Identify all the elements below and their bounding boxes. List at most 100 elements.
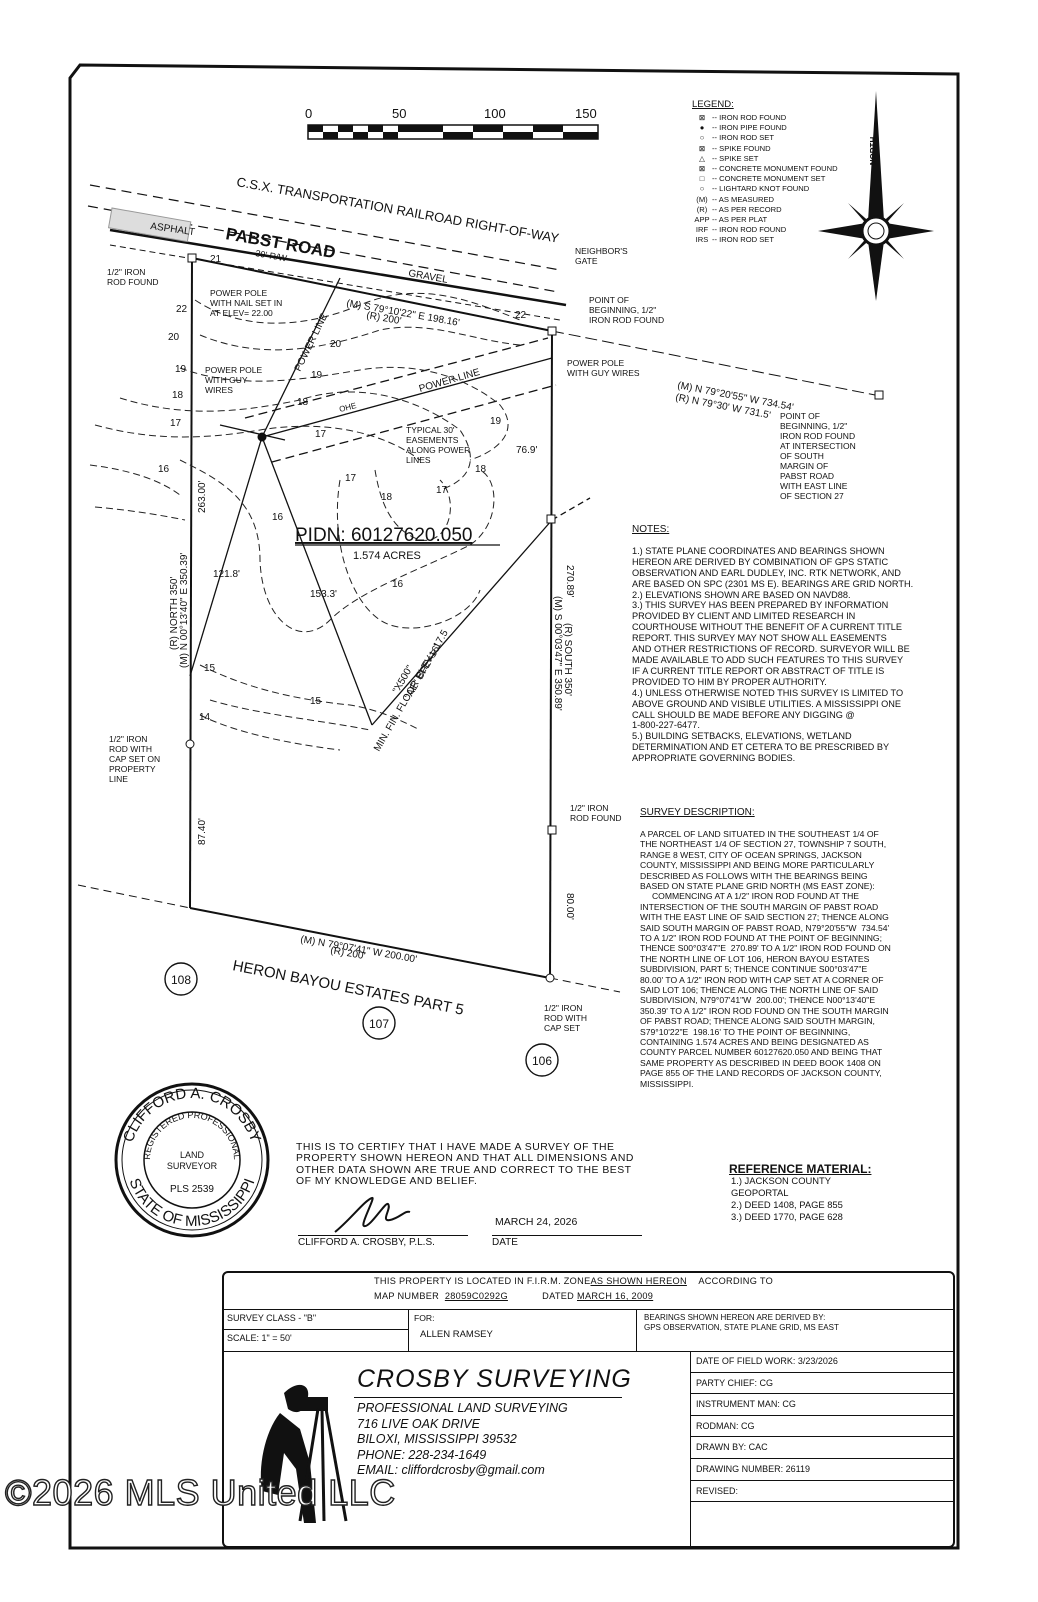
svg-text:15: 15 [204,663,216,674]
description-line: COUNTY, MISSISSIPPI AND BEING MORE PARTI… [640,860,875,871]
legend-symbol: ⊠ [698,164,706,174]
legend-text: -- AS PER PLAT [712,215,768,225]
drawing-scale: SCALE: 1" = 50' [227,1333,292,1343]
signature [334,1196,411,1233]
note-line: REPORT. THIS SURVEY MAY NOT SHOW ALL EAS… [632,633,887,644]
dist-87: 87.40' [197,818,208,845]
svg-text:19: 19 [311,370,323,381]
legend-text: -- AS PER RECORD [712,204,782,214]
legend-text: -- IRON ROD FOUND [712,113,787,122]
legend-symbol: ○ [699,133,705,143]
notes: NOTES: 1.) STATE PLANE COORDINATES AND B… [632,524,942,764]
legend-item: □-- CONCRETE MONUMENT SET [692,174,862,184]
description-line: S79°10'22"E 198.16' TO THE POINT OF BEGI… [640,1026,851,1037]
svg-text:17: 17 [170,418,182,429]
description-line: THE NORTHEAST 1/4 OF SECTION 27, TOWNSHI… [640,839,887,850]
survey-description-title: SURVEY DESCRIPTION: [640,807,755,818]
dist-263: 263.00' [197,480,208,513]
note-line: APPROPRIATE GOVERNING BODIES. [632,753,796,764]
west-line [189,257,193,909]
legend: LEGEND: ⊠-- IRON ROD FOUND●-- IRON PIPE … [692,99,862,246]
note-line: AND OTHER RESTRICTIONS OF RECORD. SURVEY… [632,644,910,655]
description-line: SAID SOUTH MARGIN OF PABST ROAD, N79°20'… [640,922,890,933]
note-line: 4.) UNLESS OTHERWISE NOTED THIS SURVEY I… [632,687,904,698]
description-line: SUBDIVISION, N79°07'41"W 200.00'; THENCE… [640,995,876,1006]
note-line: MADE AVAILABLE TO ADD SUCH FEATURES TO T… [632,654,904,665]
description-line: WITH THE EAST LINE OF SAID SECTION 27; T… [640,912,889,923]
west-measured: (M) N 00°13'40" E 350.39' [179,553,190,668]
east-line [549,330,553,979]
legend-title: LEGEND: [692,99,734,110]
description-line: 80.00' TO A 1/2" IRON ROD WITH CAP SET A… [640,974,884,985]
lot-108-circle [164,962,198,996]
svg-text:20: 20 [168,332,180,343]
legend-symbol: ● [699,123,705,133]
dist-121: 121.8' [213,569,240,580]
legend-item: (M)-- AS MEASURED [692,195,862,205]
client-name: ALLEN RAMSEY [420,1329,493,1340]
contour-lines [89,292,521,751]
scale-tick-150: 150 [575,106,597,121]
ohe-label: OHE [338,401,357,414]
legend-text: -- LIGHTARD KNOT FOUND [712,184,810,194]
survey-class: SURVEY CLASS - "B" [227,1313,317,1323]
legend-symbol: □ [699,174,705,184]
lot-106: 106 [532,1054,552,1068]
description-line: DESCRIBED AS FOLLOWS WITH THE BEARINGS B… [640,870,868,881]
svg-text:22: 22 [176,304,188,315]
svg-text:17: 17 [345,473,357,484]
north-line [191,257,553,332]
monuments [185,253,557,983]
description-line: INTERSECTION OF THE SOUTH MARGIN OF PABS… [640,901,879,912]
legend-item: IRS-- IRON ROD SET [692,235,862,245]
description-line: OF PABST ROAD; THENCE ALONG SAID SOUTH M… [640,1016,875,1027]
seal-land: LAND [180,1150,205,1160]
power-line-label-2: POWER LINE [418,367,482,395]
field-row: DRAWN BY: CAC [690,1437,953,1459]
legend-text: -- CONCRETE MONUMENT FOUND [712,164,838,174]
lot-108: 108 [171,973,191,987]
dist-80: 80.00' [564,893,575,920]
note-line: HEREON ARE DERIVED BY COMBINATION OF GPS… [632,556,889,567]
field-row: DRAWING NUMBER: 26119 [690,1459,953,1481]
legend-text: -- IRON ROD SET [712,133,775,143]
legend-symbol: ⊠ [698,113,706,122]
for-label: FOR: [414,1313,435,1323]
description-line: RANGE 8 WEST, CITY OF OCEAN SPRINGS, JAC… [640,849,862,860]
note-line: COURTHOUSE WITHOUT THE BENEFIT OF A CURR… [632,622,903,633]
acres-label: 1.574 ACRES [353,550,421,562]
svg-text:19: 19 [175,364,187,375]
pidn-label: PIDN: 60127620.050 [295,525,472,546]
description-line: 350.39' TO A 1/2" IRON ROD FOUND ON THE … [640,1005,889,1016]
svg-text:22: 22 [515,310,527,321]
legend-text: -- IRON ROD FOUND [712,225,787,235]
north-arrow-icon: NORTH [818,91,934,301]
svg-text:18: 18 [297,397,309,408]
lot-107-circle [362,1006,396,1040]
legend-item: ○-- LIGHTARD KNOT FOUND [692,184,862,194]
svg-text:20: 20 [330,339,342,350]
scale-tick-100: 100 [484,106,506,121]
svg-text:15: 15 [310,696,322,707]
scale-tick-0: 0 [305,106,312,121]
east-measured: (M) S 00°03'47" E 350.89' [552,596,563,711]
legend-text: -- IRON ROD SET [712,235,775,245]
description-line: CONTAINING 1.574 ACRES AND BEING DESIGNA… [640,1037,869,1048]
note-line: 5.) BUILDING SETBACKS, ELEVATIONS, WETLA… [632,731,852,742]
east-record: (R) SOUTH 350' [562,623,573,696]
description-line: COMMENCING AT A 1/2" IRON ROD FOUND AT T… [640,891,860,902]
note-line: PROVIDED BY CLIENT AND LIMITED RESEARCH … [632,611,856,622]
legend-symbol: IRS [695,235,709,245]
legend-symbol: APP [694,215,710,225]
note-line: 3.) THIS SURVEY HAS BEEN PREPARED BY INF… [632,600,889,611]
note-line: 1-800-227-6477. [632,720,700,731]
legend-text: -- SPIKE SET [712,153,759,163]
svg-text:21: 21 [210,254,222,265]
